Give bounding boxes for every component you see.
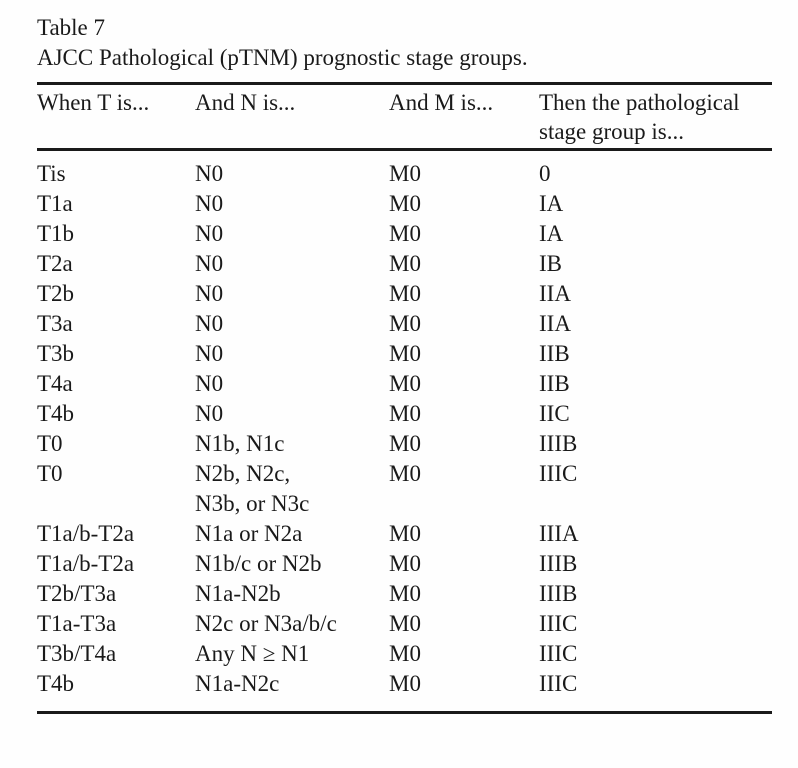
t-value-cell: T4b xyxy=(37,401,75,426)
column-header-when-t: When T is... xyxy=(37,83,195,151)
table-row: T3a N0 M0 IIA xyxy=(37,309,772,339)
stage-value-cell: IIB xyxy=(539,371,570,396)
n-value-cell: N2c or N3a/b/c xyxy=(195,611,337,636)
table-number: Table 7 xyxy=(37,15,106,40)
table-row: T1a N0 M0 IA xyxy=(37,189,772,219)
m-value-cell: M0 xyxy=(389,641,421,666)
n-value-cell: N0 xyxy=(195,401,224,426)
ptnm-stage-table: When T is... And N is... And M is... The… xyxy=(37,82,772,714)
n-value-cell: N1a or N2a xyxy=(195,521,303,546)
stage-value-cell: IIB xyxy=(539,341,570,366)
table-row: T2a N0 M0 IB xyxy=(37,249,772,279)
n-value-cell: N1b/c or N2b xyxy=(195,551,322,576)
m-value-cell: M0 xyxy=(389,521,421,546)
m-value-cell: M0 xyxy=(389,671,421,696)
stage-value-cell: IIA xyxy=(539,311,571,336)
t-value-cell: T1a-T3a xyxy=(37,611,117,636)
n-value-cell: N0 xyxy=(195,371,224,396)
column-header-and-n: And N is... xyxy=(195,83,389,151)
m-value-cell: M0 xyxy=(389,221,421,246)
stage-value-cell: IIIC xyxy=(539,461,578,486)
t-value-cell: T4a xyxy=(37,371,73,396)
stage-value-cell: IIIB xyxy=(539,581,578,606)
table-row: T3b/T4a Any N ≥ N1 M0 IIIC xyxy=(37,639,772,669)
column-header-stage-group: Then the pathological stage group is... xyxy=(539,83,772,151)
m-value-cell: M0 xyxy=(389,551,421,576)
t-value-cell: T3b xyxy=(37,341,75,366)
t-value-cell: T1b xyxy=(37,221,75,246)
n-value-cell: N0 xyxy=(195,191,224,216)
n-value-cell: N0 xyxy=(195,251,224,276)
t-value-cell: T0 xyxy=(37,431,63,456)
t-value-cell: T1a/b-T2a xyxy=(37,551,135,576)
t-value-cell: Tis xyxy=(37,161,66,186)
table-row: T4b N1a-N2c M0 IIIC xyxy=(37,669,772,713)
stage-value-cell: IIC xyxy=(539,401,570,426)
table-row: T1b N0 M0 IA xyxy=(37,219,772,249)
table-row: T3b N0 M0 IIB xyxy=(37,339,772,369)
stage-value-cell: IIIA xyxy=(539,521,579,546)
n-value-cell: N0 xyxy=(195,341,224,366)
table-row: T0 N2b, N2c, N3b, or N3c M0 IIIC xyxy=(37,459,772,519)
n-value-cell: N1a-N2b xyxy=(195,581,281,606)
t-value-cell: T2a xyxy=(37,251,73,276)
m-value-cell: M0 xyxy=(389,281,421,306)
stage-value-cell: IIIC xyxy=(539,671,578,696)
n-value-cell: N1a-N2c xyxy=(195,671,280,696)
stage-value-cell: IIA xyxy=(539,281,571,306)
stage-value-cell: IIIC xyxy=(539,611,578,636)
stage-value-cell: IA xyxy=(539,191,564,216)
n-value-cell: N2b, N2c, N3b, or N3c xyxy=(195,461,310,516)
stage-value-cell: 0 xyxy=(539,161,551,186)
m-value-cell: M0 xyxy=(389,161,421,186)
t-value-cell: T1a xyxy=(37,191,73,216)
stage-value-cell: IIIB xyxy=(539,431,578,456)
table-row: T1a/b-T2a N1a or N2a M0 IIIA xyxy=(37,519,772,549)
table-header: When T is... And N is... And M is... The… xyxy=(37,83,772,151)
t-value-cell: T3b/T4a xyxy=(37,641,117,666)
table-body: Tis N0 M0 0 T1a N0 M0 IA T1b N0 M0 IA T2… xyxy=(37,150,772,713)
n-value-cell: N0 xyxy=(195,281,224,306)
stage-value-cell: IIIC xyxy=(539,641,578,666)
m-value-cell: M0 xyxy=(389,401,421,426)
stage-value-cell: IA xyxy=(539,221,564,246)
t-value-cell: T4b xyxy=(37,671,75,696)
m-value-cell: M0 xyxy=(389,581,421,606)
table-caption: Table 7 AJCC Pathological (pTNM) prognos… xyxy=(37,13,772,73)
stage-value-cell: IIIB xyxy=(539,551,578,576)
m-value-cell: M0 xyxy=(389,341,421,366)
column-header-and-m: And M is... xyxy=(389,83,539,151)
table-row: Tis N0 M0 0 xyxy=(37,150,772,190)
table-title: AJCC Pathological (pTNM) prognostic stag… xyxy=(37,45,528,70)
table-row: T4b N0 M0 IIC xyxy=(37,399,772,429)
t-value-cell: T3a xyxy=(37,311,73,336)
m-value-cell: M0 xyxy=(389,251,421,276)
n-value-cell: N0 xyxy=(195,221,224,246)
m-value-cell: M0 xyxy=(389,611,421,636)
table-row: T0 N1b, N1c M0 IIIB xyxy=(37,429,772,459)
table-row: T4a N0 M0 IIB xyxy=(37,369,772,399)
m-value-cell: M0 xyxy=(389,371,421,396)
t-value-cell: T0 xyxy=(37,461,63,486)
n-value-cell: N0 xyxy=(195,311,224,336)
t-value-cell: T2b/T3a xyxy=(37,581,117,606)
m-value-cell: M0 xyxy=(389,461,421,486)
m-value-cell: M0 xyxy=(389,431,421,456)
table-row: T2b N0 M0 IIA xyxy=(37,279,772,309)
stage-value-cell: IB xyxy=(539,251,562,276)
table-row: T1a/b-T2a N1b/c or N2b M0 IIIB xyxy=(37,549,772,579)
m-value-cell: M0 xyxy=(389,191,421,216)
header-row: When T is... And N is... And M is... The… xyxy=(37,83,772,151)
n-value-cell: N1b, N1c xyxy=(195,431,285,456)
n-value-cell: N0 xyxy=(195,161,224,186)
table-row: T1a-T3a N2c or N3a/b/c M0 IIIC xyxy=(37,609,772,639)
m-value-cell: M0 xyxy=(389,311,421,336)
t-value-cell: T2b xyxy=(37,281,75,306)
t-value-cell: T1a/b-T2a xyxy=(37,521,135,546)
n-value-cell: Any N ≥ N1 xyxy=(195,641,310,666)
table-row: T2b/T3a N1a-N2b M0 IIIB xyxy=(37,579,772,609)
